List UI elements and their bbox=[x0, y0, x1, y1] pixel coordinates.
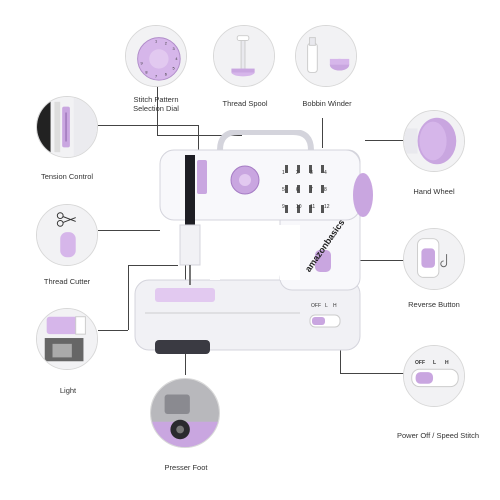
stitch-number: 11 bbox=[310, 204, 316, 210]
stitch-number: 10 bbox=[296, 204, 302, 210]
light-icon bbox=[37, 309, 97, 369]
stitch-dial-label: Stitch Pattern Selection Dial bbox=[133, 95, 179, 113]
switch-detail-high: H bbox=[445, 360, 449, 366]
presser-foot-callout bbox=[150, 378, 220, 448]
hand-wheel-callout bbox=[403, 110, 465, 172]
stitch-number: 1 bbox=[282, 170, 285, 176]
stitch-pattern-grid bbox=[285, 165, 324, 213]
switch-detail-off: OFF bbox=[415, 360, 425, 366]
hand-wheel-icon bbox=[404, 111, 464, 171]
leader-tension-v bbox=[198, 125, 199, 165]
thread-cutter-icon bbox=[37, 205, 97, 265]
tension-control-icon bbox=[37, 97, 97, 157]
sewing-machine bbox=[134, 130, 373, 354]
stitch-number: 3 bbox=[310, 170, 313, 176]
power-switch-label: Power Off / Speed Stitch bbox=[397, 431, 479, 440]
stitch-number: 7 bbox=[310, 187, 313, 193]
svg-text:5: 5 bbox=[172, 66, 174, 71]
machine-switch-off: OFF bbox=[311, 303, 321, 309]
svg-text:9: 9 bbox=[141, 61, 143, 66]
light-label: Light bbox=[59, 386, 77, 395]
reverse-button-label: Reverse Button bbox=[408, 300, 460, 309]
leader-power-h bbox=[340, 373, 405, 374]
stitch-number: 6 bbox=[296, 187, 299, 193]
reverse-arrow-icon bbox=[440, 254, 448, 268]
light-callout bbox=[36, 308, 98, 370]
scissors-icon bbox=[56, 212, 76, 227]
thread-spool-callout bbox=[213, 25, 275, 87]
svg-text:2: 2 bbox=[165, 40, 167, 45]
leader-reverse bbox=[340, 260, 405, 261]
svg-text:7: 7 bbox=[155, 73, 157, 78]
stitch-number: 2 bbox=[296, 170, 299, 176]
leader-light-v bbox=[128, 265, 129, 330]
leader-handwheel bbox=[365, 140, 405, 141]
machine-hand-wheel[interactable] bbox=[353, 173, 373, 217]
stitch-dial-icon: 1 23 456 7 89 bbox=[126, 26, 186, 86]
reverse-button-callout bbox=[403, 228, 465, 290]
tension-control-label: Tension Control bbox=[40, 172, 94, 181]
machine-foot-pedal-slot bbox=[155, 340, 210, 354]
machine-bed-plate bbox=[155, 288, 215, 302]
reverse-button-icon bbox=[404, 229, 464, 289]
presser-foot-label: Presser Foot bbox=[164, 463, 208, 472]
stitch-number: 4 bbox=[324, 170, 327, 176]
machine-power-switch[interactable] bbox=[312, 317, 325, 325]
thread-spool-label: Thread Spool bbox=[222, 99, 268, 108]
bobbin-winder-label: Bobbin Winder bbox=[302, 99, 352, 108]
svg-text:8: 8 bbox=[145, 69, 147, 74]
power-switch-callout: OFF L H bbox=[403, 345, 465, 407]
thread-spool-icon bbox=[214, 26, 274, 86]
leader-light bbox=[98, 330, 128, 331]
svg-text:6: 6 bbox=[165, 71, 167, 76]
bobbin-winder-callout bbox=[295, 25, 357, 87]
leader-stitch-dial bbox=[157, 80, 158, 135]
stitch-number: 8 bbox=[324, 187, 327, 193]
svg-text:4: 4 bbox=[175, 56, 178, 61]
leader-thread-cutter bbox=[98, 230, 160, 231]
stitch-number: 12 bbox=[324, 204, 330, 210]
svg-text:1: 1 bbox=[155, 38, 157, 43]
leader-tension bbox=[98, 125, 198, 126]
thread-cutter-callout bbox=[36, 204, 98, 266]
bobbin-winder-icon bbox=[296, 26, 356, 86]
hand-wheel-label: Hand Wheel bbox=[413, 187, 455, 196]
tension-control-callout bbox=[36, 96, 98, 158]
machine-reverse-button[interactable] bbox=[315, 250, 331, 272]
thread-cutter-label: Thread Cutter bbox=[43, 277, 91, 286]
machine-tension-dial[interactable] bbox=[197, 160, 207, 194]
leader-stitch-dial-h bbox=[157, 135, 242, 136]
presser-foot-icon bbox=[151, 379, 219, 447]
svg-text:3: 3 bbox=[172, 46, 174, 51]
power-switch-icon bbox=[404, 346, 464, 406]
stitch-number: 5 bbox=[282, 187, 285, 193]
switch-detail-low: L bbox=[433, 360, 437, 366]
leader-light-h2 bbox=[128, 265, 178, 266]
stitch-number: 9 bbox=[282, 204, 285, 210]
machine-switch-low: L bbox=[325, 303, 328, 309]
stitch-number-grid: 1 2 3 4 5 6 7 8 9 10 11 12 bbox=[282, 170, 338, 210]
machine-switch-high: H bbox=[333, 303, 337, 309]
leader-bobbin bbox=[322, 118, 323, 148]
